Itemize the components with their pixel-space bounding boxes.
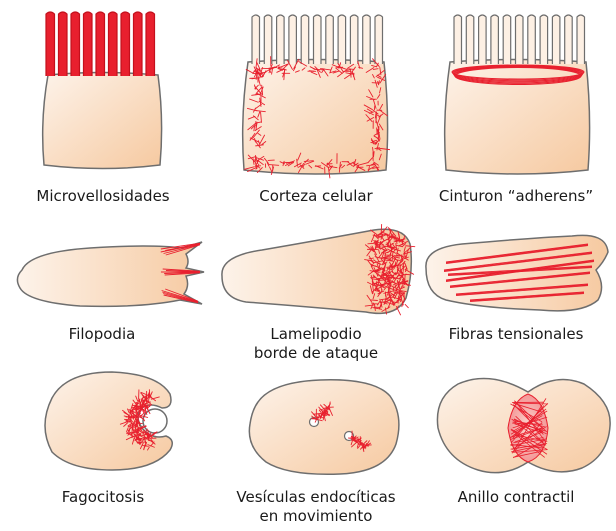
microvillus-actin-bundle xyxy=(121,12,130,76)
microvillus xyxy=(326,15,334,64)
microvillus xyxy=(552,15,560,64)
microvillus-actin-bundle xyxy=(96,12,105,76)
cortex-cell-body xyxy=(243,60,388,175)
panel-corteza xyxy=(243,15,390,178)
microvillus xyxy=(338,15,346,64)
panel-filopodia xyxy=(17,242,204,306)
microvillus xyxy=(528,15,536,64)
microvillus xyxy=(503,15,511,64)
microvillus xyxy=(491,15,499,64)
cortex-microvilli xyxy=(252,15,383,64)
microvillus xyxy=(277,15,285,64)
microvillus-actin-bundle xyxy=(134,12,143,76)
caption-fagocitosis: Fagocitosis xyxy=(3,488,203,506)
endocytic-cell-body xyxy=(249,380,399,474)
comet-tail-filament xyxy=(363,444,364,450)
microvillus xyxy=(314,15,322,64)
phagocytic-actin-filament xyxy=(139,399,140,402)
panel-anillo xyxy=(437,379,610,473)
caption-lamelipodio-line2: borde de ataque xyxy=(216,344,416,362)
panel-fibras xyxy=(426,235,608,311)
caption-fibras: Fibras tensionales xyxy=(416,325,616,343)
caption-filopodia: Filopodia xyxy=(2,325,202,343)
caption-lamelipodio: Lamelipodio xyxy=(216,325,416,343)
microvillus xyxy=(540,15,548,64)
comet-tail-filament xyxy=(352,437,353,440)
microvillus-actin-bundle xyxy=(109,12,118,76)
belt-microvilli xyxy=(454,15,585,64)
panel-microvellosidades xyxy=(43,12,162,169)
panel-cinturon xyxy=(445,15,590,174)
microvillus xyxy=(350,15,358,64)
microvillus xyxy=(565,15,573,64)
caption-anillo: Anillo contractil xyxy=(416,488,616,506)
microvillus-actin-bundle xyxy=(71,12,80,76)
microvillus xyxy=(466,15,474,64)
lamellipodium-actin-filament xyxy=(371,300,378,301)
microvillus xyxy=(454,15,462,64)
cortex-actin-filament xyxy=(336,67,343,68)
panel-lamelipodio xyxy=(222,224,415,314)
cortex-actin-filament xyxy=(349,69,354,70)
comet-tail-filament xyxy=(324,412,327,413)
microvillus xyxy=(516,15,524,64)
lamellipodium-actin-filament xyxy=(368,243,376,244)
caption-vesiculas: Vesículas endocíticas xyxy=(216,488,416,506)
microvilli-actin-bundles xyxy=(46,12,155,76)
lamellipodium-actin-filament xyxy=(405,304,408,307)
microvillus xyxy=(289,15,297,64)
microvilli-cell-body xyxy=(43,73,162,169)
panel-vesiculas xyxy=(249,380,399,474)
microvillus-actin-bundle xyxy=(46,12,55,76)
microvillus xyxy=(301,15,309,64)
microvillus-actin-bundle xyxy=(146,12,155,76)
microvillus xyxy=(375,15,383,64)
microvillus xyxy=(363,15,371,64)
microvillus xyxy=(577,15,585,64)
caption-vesiculas-line2: en movimiento xyxy=(216,507,416,525)
caption-corteza: Corteza celular xyxy=(216,187,416,205)
microvillus xyxy=(479,15,487,64)
cortex-actin-filament xyxy=(250,78,260,79)
microvillus xyxy=(252,15,260,64)
microvillus-actin-bundle xyxy=(84,12,93,76)
caption-cinturon: Cinturon “adherens” xyxy=(416,187,616,205)
lamellipodium-actin-filament xyxy=(383,270,384,279)
microvillus-actin-bundle xyxy=(59,12,68,76)
panel-fagocitosis xyxy=(45,372,172,470)
cortex-actin-filament xyxy=(374,152,375,157)
caption-microvellosidades: Microvellosidades xyxy=(3,187,203,205)
